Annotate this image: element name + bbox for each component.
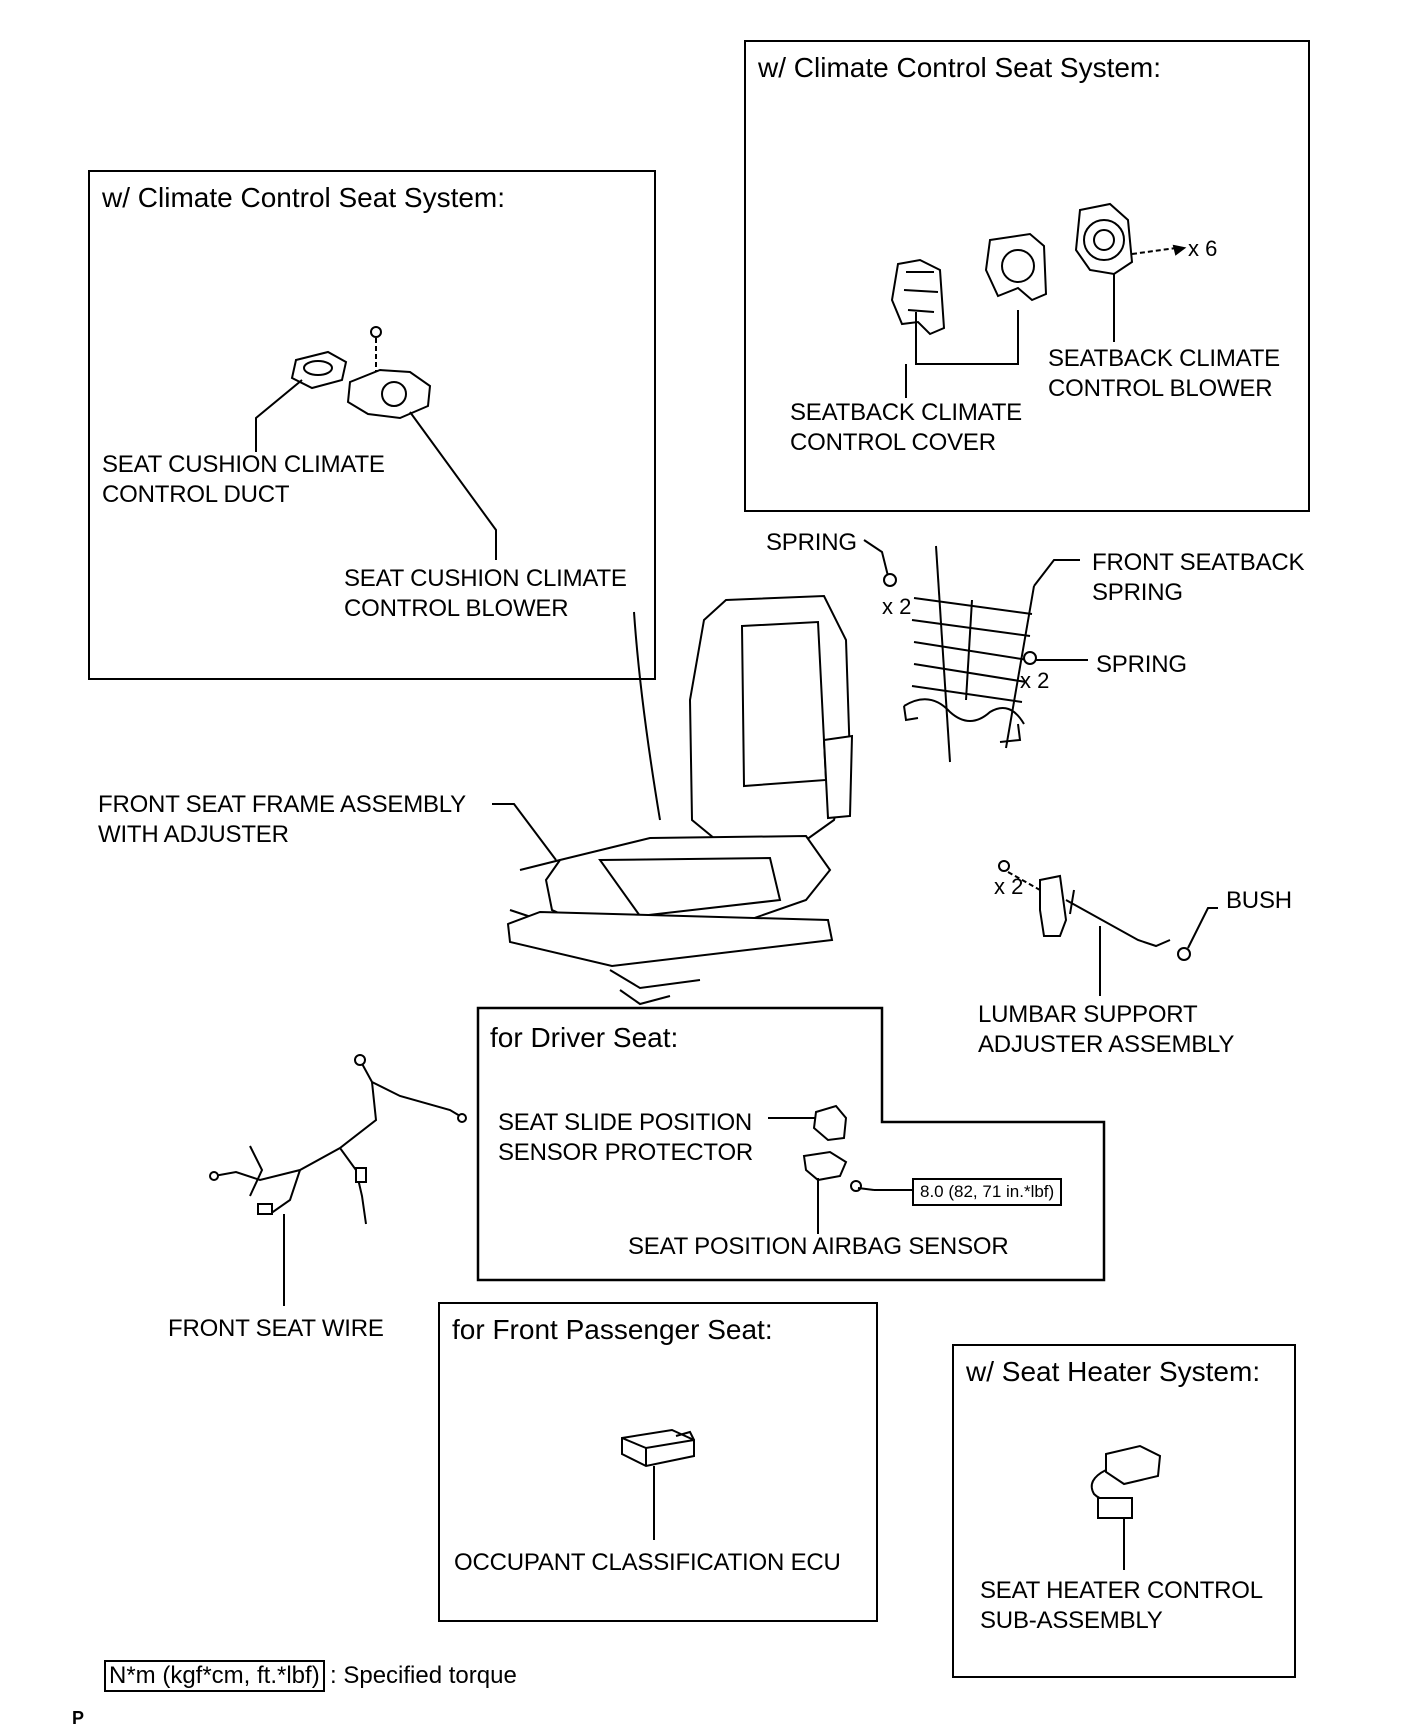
legend-torque-description: : Specified torque [330, 1662, 517, 1689]
label-slide-protector-2: SENSOR PROTECTOR [498, 1139, 754, 1166]
label-heater-control-1: SEAT HEATER CONTROL [980, 1577, 1263, 1604]
label-occupant-ecu: OCCUPANT CLASSIFICATION ECU [454, 1549, 841, 1576]
cushion-duct-icon [290, 350, 348, 390]
qty-spring-right: x 2 [1020, 668, 1050, 693]
label-lumbar-1: LUMBAR SUPPORT [978, 1001, 1198, 1028]
seatback-blower-icon [1074, 202, 1187, 276]
climate-seatback-box-title: w/ Climate Control Seat System: [758, 52, 1162, 83]
leader-cushion-blower [409, 411, 497, 560]
leader-cushion-duct [255, 379, 303, 452]
label-front-seatback-spring-1: FRONT SEATBACK [1092, 549, 1305, 576]
label-spring-top: SPRING [766, 529, 857, 556]
leader-frame [492, 803, 557, 861]
driver-box-title: for Driver Seat: [490, 1022, 679, 1053]
seatback-cover-icon [890, 232, 1048, 336]
spring-right-icon [1023, 651, 1088, 665]
heater-control-icon [1090, 1444, 1162, 1519]
label-cushion-duct-2: CONTROL DUCT [102, 481, 290, 508]
label-bush: BUSH [1226, 887, 1292, 914]
driver-box-outline [476, 1006, 1106, 1282]
label-cushion-duct-1: SEAT CUSHION CLIMATE [102, 451, 385, 478]
label-heater-control-2: SUB-ASSEMBLY [980, 1607, 1163, 1634]
leader-seatback-cover [905, 310, 1019, 398]
label-airbag-sensor: SEAT POSITION AIRBAG SENSOR [628, 1233, 1009, 1260]
legend-torque-unit-box: N*m (kgf*cm, ft.*lbf) [104, 1660, 325, 1692]
label-front-seatback-spring-2: SPRING [1092, 579, 1183, 606]
seat-frame-icon [506, 594, 854, 1006]
footer-mark: P [72, 1708, 85, 1728]
spring-top-icon [863, 539, 897, 587]
lumbar-support-icon [998, 860, 1171, 948]
label-cushion-blower-1: SEAT CUSHION CLIMATE [344, 565, 627, 592]
qty-blower-screws: x 6 [1188, 236, 1218, 261]
label-spring-right: SPRING [1096, 651, 1187, 678]
leader-front-seatback-spring [1033, 559, 1080, 587]
label-cushion-blower-2: CONTROL BLOWER [344, 595, 569, 622]
label-front-seat-wire: FRONT SEAT WIRE [168, 1315, 384, 1342]
climate-cushion-box-title: w/ Climate Control Seat System: [102, 182, 506, 213]
heater-box-title: w/ Seat Heater System: [966, 1356, 1261, 1387]
label-frame-1: FRONT SEAT FRAME ASSEMBLY [98, 791, 466, 818]
cushion-blower-icon [346, 326, 432, 420]
label-seatback-blower-1: SEATBACK CLIMATE [1048, 345, 1280, 372]
qty-spring-top: x 2 [882, 594, 912, 619]
front-seatback-spring-icon [903, 545, 1035, 763]
passenger-box-title: for Front Passenger Seat: [452, 1314, 773, 1345]
label-frame-2: WITH ADJUSTER [98, 821, 289, 848]
qty-lumbar-clips: x 2 [994, 874, 1024, 899]
label-lumbar-2: ADJUSTER ASSEMBLY [978, 1031, 1235, 1058]
occupant-ecu-icon [621, 1428, 695, 1468]
torque-airbag-sensor-bolt: 8.0 (82, 71 in.*lbf) [912, 1178, 1063, 1206]
label-seatback-cover-1: SEATBACK CLIMATE [790, 399, 1022, 426]
label-seatback-blower-2: CONTROL BLOWER [1048, 375, 1273, 402]
bush-icon [1177, 907, 1218, 961]
label-seatback-cover-2: CONTROL COVER [790, 429, 996, 456]
airbag-sensor-icon [802, 1150, 875, 1192]
slide-protector-icon [812, 1104, 848, 1142]
label-slide-protector-1: SEAT SLIDE POSITION [498, 1109, 753, 1136]
climate-cushion-box: w/ Climate Control Seat System: [88, 170, 656, 680]
front-seat-wire-icon [209, 1054, 467, 1225]
